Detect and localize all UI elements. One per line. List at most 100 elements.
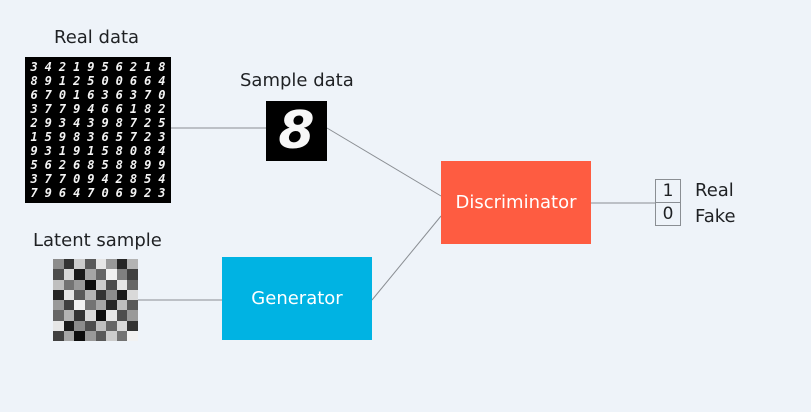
real-digit: 5 bbox=[30, 158, 38, 172]
latent-pixel bbox=[95, 269, 107, 280]
latent-pixel bbox=[63, 330, 75, 341]
latent-pixel bbox=[106, 289, 117, 300]
latent-pixel bbox=[53, 330, 64, 341]
latent-pixel bbox=[106, 300, 117, 311]
real-digit: 9 bbox=[158, 158, 166, 172]
real-digit: 6 bbox=[144, 74, 152, 88]
real-digit: 9 bbox=[87, 172, 95, 186]
real-digit: 5 bbox=[101, 158, 109, 172]
real-digit: 5 bbox=[44, 130, 52, 144]
sample-data-image: 8 bbox=[266, 101, 327, 161]
latent-pixel bbox=[116, 320, 128, 331]
latent-pixel bbox=[116, 330, 128, 341]
real-digit: 5 bbox=[158, 116, 166, 130]
real-digit: 7 bbox=[44, 172, 52, 186]
latent-pixel bbox=[95, 310, 107, 321]
real-digit: 1 bbox=[58, 144, 67, 158]
latent-pixel bbox=[63, 300, 75, 311]
latent-pixel bbox=[63, 320, 75, 331]
real-digit: 8 bbox=[129, 172, 138, 186]
latent-pixel bbox=[84, 320, 96, 331]
real-digit: 6 bbox=[115, 186, 123, 200]
real-digit: 7 bbox=[144, 88, 152, 102]
latent-pixel bbox=[106, 259, 117, 270]
latent-pixel bbox=[95, 320, 107, 331]
real-digit: 9 bbox=[44, 186, 52, 200]
latent-pixel bbox=[84, 289, 96, 300]
latent-pixel bbox=[84, 300, 96, 311]
latent-pixel bbox=[106, 330, 117, 341]
real-digit: 3 bbox=[30, 60, 38, 74]
discriminator-box: Discriminator bbox=[441, 161, 591, 244]
latent-pixel bbox=[116, 269, 128, 280]
latent-pixel bbox=[53, 300, 64, 311]
latent-pixel bbox=[63, 269, 75, 280]
real-digit: 6 bbox=[115, 60, 123, 74]
real-digit: 3 bbox=[158, 186, 166, 200]
latent-pixel bbox=[116, 259, 128, 270]
latent-pixel bbox=[63, 279, 75, 290]
real-digit: 1 bbox=[73, 60, 81, 74]
latent-pixel bbox=[116, 310, 128, 321]
latent-pixel bbox=[127, 269, 138, 280]
real-digit: 8 bbox=[87, 158, 95, 172]
latent-pixel bbox=[53, 259, 64, 270]
latent-pixel bbox=[127, 310, 138, 321]
real-digit: 4 bbox=[158, 144, 166, 158]
latent-pixel bbox=[116, 289, 128, 300]
real-digit: 4 bbox=[44, 60, 52, 74]
real-digit: 4 bbox=[101, 172, 109, 186]
latent-pixel bbox=[95, 279, 107, 290]
latent-pixel bbox=[74, 269, 85, 280]
real-digit: 1 bbox=[30, 130, 38, 144]
real-digit: 6 bbox=[73, 158, 81, 172]
latent-pixel bbox=[95, 300, 107, 311]
latent-pixel bbox=[106, 310, 117, 321]
real-digit: 2 bbox=[129, 60, 138, 74]
real-digit: 5 bbox=[115, 130, 123, 144]
real-digit: 6 bbox=[115, 102, 123, 116]
latent-pixel bbox=[84, 330, 96, 341]
latent-pixel bbox=[127, 279, 138, 290]
real-digit: 7 bbox=[44, 102, 52, 116]
real-digit: 2 bbox=[115, 172, 123, 186]
real-digit: 3 bbox=[87, 116, 95, 130]
real-digit: 2 bbox=[144, 130, 152, 144]
real-digit: 7 bbox=[44, 88, 52, 102]
real-digit: 0 bbox=[73, 172, 81, 186]
real-digit: 6 bbox=[58, 186, 67, 200]
latent-pixel bbox=[63, 310, 75, 321]
latent-pixel bbox=[53, 320, 64, 331]
generator-label: Generator bbox=[251, 288, 343, 309]
latent-pixel bbox=[53, 289, 64, 300]
real-digit: 0 bbox=[101, 186, 109, 200]
latent-pixel bbox=[53, 269, 64, 280]
real-data-label: Real data bbox=[54, 27, 140, 48]
real-digit: 9 bbox=[73, 144, 81, 158]
real-digit: 4 bbox=[158, 74, 166, 88]
latent-pixel bbox=[116, 300, 128, 311]
real-digit: 9 bbox=[73, 102, 81, 116]
real-digit: 3 bbox=[58, 116, 67, 130]
real-digit: 3 bbox=[101, 88, 109, 102]
real-digit: 9 bbox=[30, 144, 38, 158]
real-digit: 6 bbox=[101, 130, 109, 144]
connector-sample-to-discriminator bbox=[326, 127, 442, 197]
real-digit: 3 bbox=[87, 130, 95, 144]
real-digit: 1 bbox=[58, 74, 67, 88]
real-digit: 2 bbox=[30, 116, 38, 130]
real-digit: 3 bbox=[158, 130, 166, 144]
real-digit: 0 bbox=[58, 88, 67, 102]
latent-pixel bbox=[74, 259, 85, 270]
real-digit: 3 bbox=[44, 144, 52, 158]
output-label-fake: Fake bbox=[695, 206, 736, 227]
latent-pixel bbox=[95, 259, 107, 270]
real-digit: 5 bbox=[144, 172, 152, 186]
real-digit: 7 bbox=[58, 172, 67, 186]
real-digit: 3 bbox=[129, 88, 138, 102]
real-digit: 2 bbox=[58, 158, 67, 172]
output-label-real: Real bbox=[695, 180, 734, 201]
real-digit: 7 bbox=[129, 116, 138, 130]
sample-data-label: Sample data bbox=[240, 70, 354, 91]
output-value-fake: 0 bbox=[655, 202, 681, 226]
